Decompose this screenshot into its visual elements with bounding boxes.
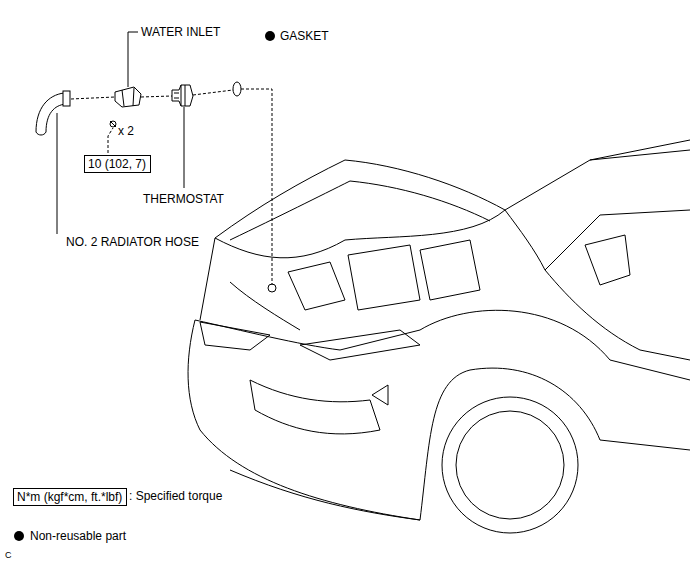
headlight — [200, 322, 270, 350]
assembly-line — [71, 97, 115, 99]
water-inlet-part — [122, 88, 134, 106]
hood-outline — [230, 181, 490, 240]
part-name: NO. 2 RADIATOR HOSE — [66, 235, 199, 249]
bolt — [110, 121, 116, 127]
assembly-line — [141, 96, 172, 97]
figure-code: C — [5, 548, 12, 562]
fog-light — [372, 385, 388, 405]
legend-text: Non-reusable part — [30, 529, 126, 543]
bumper-outline — [188, 320, 420, 520]
assembly-lines — [71, 89, 272, 285]
assembly-line — [108, 128, 113, 153]
hose-clamp — [63, 91, 70, 106]
torque-unit-box: N*m (kgf*cm, ft.*lbf) — [13, 488, 127, 506]
roof-line — [590, 140, 690, 160]
wheel — [442, 397, 578, 533]
body-line — [545, 270, 690, 360]
box-text: 10 (102, 7) — [88, 157, 147, 171]
front-face — [195, 320, 420, 350]
non-reusable-dot — [14, 531, 24, 541]
a-pillar — [545, 210, 690, 270]
engine-bay — [215, 210, 505, 258]
torque-value-box: 10 (102, 7) — [84, 155, 151, 173]
legend-text: : Specified torque — [129, 489, 222, 503]
quantity-label: x 2 — [118, 124, 134, 138]
bolt — [110, 121, 116, 127]
part-name: THERMOSTAT — [143, 192, 224, 206]
part-name: WATER INLET — [141, 25, 220, 39]
air-cleaner — [348, 245, 420, 310]
battery — [420, 240, 480, 300]
grille — [250, 380, 380, 434]
headlight — [300, 330, 420, 360]
bumper-outline — [230, 470, 420, 520]
cowl-line — [505, 210, 545, 270]
thermostat-part — [174, 85, 185, 106]
engine-cover — [288, 262, 345, 310]
part-name: GASKET — [280, 29, 329, 43]
vehicle-drawing — [188, 140, 690, 533]
gasket-ring — [233, 82, 241, 96]
water-outlet — [268, 284, 276, 292]
box-text: N*m (kgf*cm, ft.*lbf) — [17, 490, 123, 504]
wheel-arch — [420, 368, 690, 520]
radiator-support — [230, 282, 300, 330]
leader-line — [57, 113, 58, 234]
non-reusable-dot — [265, 31, 275, 41]
hose-outline — [36, 132, 46, 135]
assembly-line — [241, 89, 272, 285]
fender-line — [420, 310, 690, 380]
thermostat-part — [172, 85, 193, 106]
hose-outline — [36, 93, 64, 132]
side-mirror — [585, 235, 630, 285]
wheel — [456, 411, 564, 519]
leader-line — [128, 32, 138, 87]
parts — [36, 82, 241, 135]
assembly-line — [193, 90, 233, 95]
hose-outline — [46, 104, 66, 132]
water-inlet-part — [115, 87, 141, 107]
body-line — [200, 238, 215, 320]
leader-line — [184, 107, 185, 188]
